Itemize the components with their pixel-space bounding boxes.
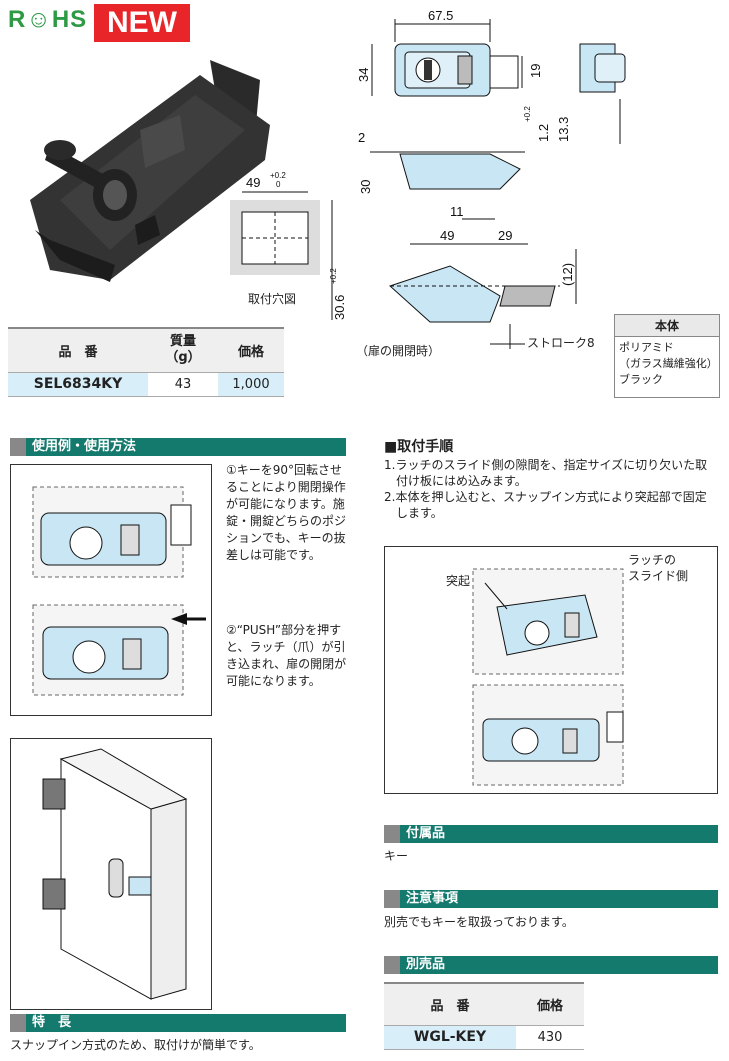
- material-line: ブラック: [619, 373, 663, 386]
- product-price: 1,000: [218, 372, 284, 397]
- accessory-text: キー: [384, 849, 409, 863]
- stroke-label: ストローク8: [527, 336, 595, 350]
- table-row: SEL6834KY 43 1,000: [8, 372, 284, 397]
- material-line: ポリアミド: [619, 341, 674, 354]
- svg-text:+0.2: +0.2: [330, 268, 338, 284]
- key-price: 430: [516, 1025, 584, 1050]
- col-code: 品 番: [8, 327, 148, 373]
- svg-text:30.6: 30.6: [332, 295, 347, 320]
- material-box: 本体 ポリアミド （ガラス繊維強化） ブラック: [614, 314, 720, 398]
- rohs-logo: R☺HS: [8, 6, 88, 33]
- usage-note-1: ①キーを90°回転させることにより開閉操作が可能になります。施錠・開錠どちらのポ…: [226, 463, 347, 562]
- features-text: スナップイン方式のため、取付けが簡単です。: [10, 1038, 261, 1052]
- dim-34: 34: [356, 68, 371, 82]
- hole-width-dim: 49: [246, 175, 260, 190]
- svg-text:0: 0: [276, 180, 281, 189]
- dimension-drawing: 67.5 34 19 1.2 +0.2 13.3 2 30 11 49 29 (…: [356, 8, 626, 349]
- slide-side-label: ラッチの スライド側: [628, 553, 689, 583]
- install-step: 1.ラッチのスライド側の隙間を、指定サイズに切り欠いた取付け板にはめ込みます。: [384, 458, 708, 488]
- dim-67-5: 67.5: [428, 8, 453, 23]
- mounting-hole-figure: 49 +0.20: [230, 171, 333, 320]
- spec-table: 品 番 質量 （g） 価格 SEL6834KY 43 1,000: [8, 327, 284, 397]
- new-badge: NEW: [94, 4, 190, 42]
- install-step: 2.本体を押し込むと、スナップイン方式により突起部で固定します。: [384, 490, 707, 520]
- open-caption: （扉の開閉時）: [356, 344, 441, 358]
- separate-section-header: 別売品: [384, 956, 718, 974]
- features-section-header: 特 長: [10, 1014, 346, 1032]
- col-mass: 質量 （g）: [148, 327, 218, 373]
- col-price: 価格: [516, 982, 584, 1026]
- usage-figure: [10, 464, 212, 716]
- material-header: 本体: [615, 315, 719, 337]
- dim-12-paren: (12): [560, 263, 575, 286]
- accessory-section-header: 付属品: [384, 825, 718, 843]
- table-row: WGL-KEY 430: [384, 1025, 584, 1050]
- material-line: （ガラス繊維強化）: [619, 357, 718, 370]
- col-price: 価格: [218, 327, 284, 373]
- product-photo: [30, 60, 270, 282]
- col-code: 品 番: [384, 982, 516, 1026]
- dim-2: 2: [358, 130, 365, 145]
- caution-text: 別売でもキーを取扱っております。: [384, 915, 574, 929]
- key-code: WGL-KEY: [384, 1025, 516, 1050]
- svg-text:+0.2: +0.2: [523, 106, 532, 122]
- protrusion-label: 突起: [446, 574, 471, 588]
- product-mass: 43: [148, 372, 218, 397]
- dim-13-3: 13.3: [556, 117, 571, 142]
- dim-29: 29: [498, 228, 512, 243]
- hole-height-dim: 30.6 +0.2: [329, 268, 347, 320]
- install-title: ■取付手順: [384, 439, 454, 455]
- caution-section-header: 注意事項: [384, 890, 718, 908]
- usage-section-header: 使用例・使用方法: [10, 438, 346, 456]
- hole-caption: 取付穴図: [248, 292, 297, 306]
- dim-11: 11: [450, 204, 464, 219]
- dim-1-2: 1.2: [536, 124, 551, 142]
- product-code: SEL6834KY: [8, 372, 148, 397]
- svg-text:+0.2: +0.2: [270, 171, 286, 180]
- install-steps: 1.ラッチのスライド側の隙間を、指定サイズに切り欠いた取付け板にはめ込みます。 …: [384, 457, 718, 521]
- dim-30: 30: [358, 180, 373, 194]
- dim-19: 19: [528, 64, 543, 78]
- usage-note-2: ②“PUSH”部分を押すと、ラッチ（爪）が引き込まれ、扉の開閉が可能になります。: [226, 623, 347, 688]
- cabinet-figure: [10, 738, 212, 1010]
- separate-table: 品 番 価格 WGL-KEY 430: [384, 982, 584, 1050]
- dim-49: 49: [440, 228, 454, 243]
- install-figure: [384, 546, 718, 794]
